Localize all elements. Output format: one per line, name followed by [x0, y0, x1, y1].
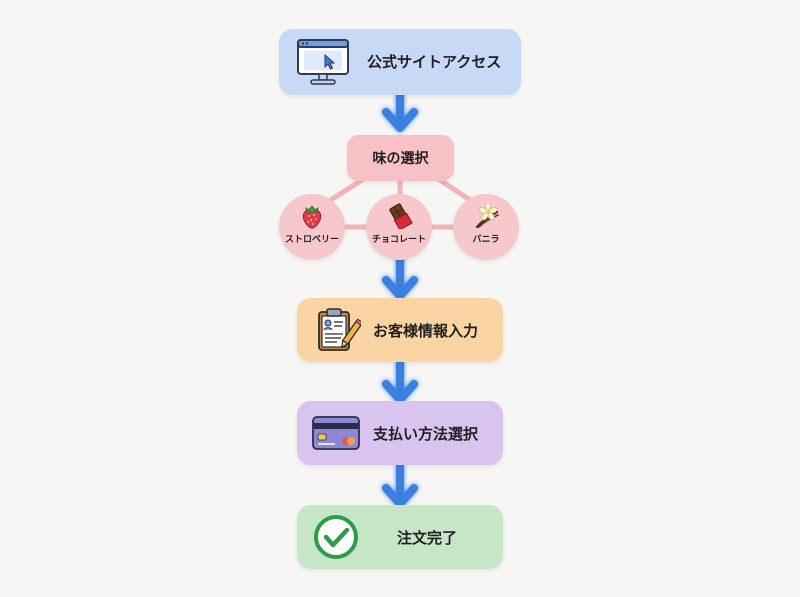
arrow-1: [382, 88, 418, 132]
clipboard-form-icon: [313, 306, 364, 358]
credit-card-icon: [311, 414, 361, 456]
flavor-chocolate: チョコレート: [366, 194, 432, 260]
step-customer-info-label: お客様情報入力: [373, 322, 479, 340]
step-customer-info: お客様情報入力: [297, 298, 503, 362]
arrow-2: [382, 254, 418, 300]
step-payment-method: 支払い方法選択: [297, 401, 503, 465]
flavor-vanilla-label: バニラ: [472, 235, 500, 245]
vanilla-flower-icon: [474, 202, 500, 233]
step-site-access-label: 公式サイトアクセス: [367, 53, 502, 71]
step-flavor-select-label: 味の選択: [372, 151, 429, 167]
step-flavor-select: 味の選択: [347, 135, 454, 181]
flavor-vanilla: バニラ: [453, 194, 519, 260]
strawberry-icon: [300, 203, 324, 233]
flavor-strawberry: ストロベリー: [279, 194, 345, 260]
step-order-complete: 注文完了: [297, 505, 503, 569]
check-circle-icon: [313, 514, 359, 564]
computer-monitor-icon: [295, 38, 351, 90]
step-payment-method-label: 支払い方法選択: [373, 425, 479, 443]
arrow-4: [382, 462, 418, 508]
step-order-complete-label: 注文完了: [397, 529, 458, 547]
chocolate-bar-icon: [387, 203, 413, 233]
arrow-3: [382, 358, 418, 404]
flavor-chocolate-label: チョコレート: [371, 235, 426, 245]
flavor-strawberry-label: ストロベリー: [284, 235, 339, 245]
step-site-access: 公式サイトアクセス: [279, 29, 521, 95]
